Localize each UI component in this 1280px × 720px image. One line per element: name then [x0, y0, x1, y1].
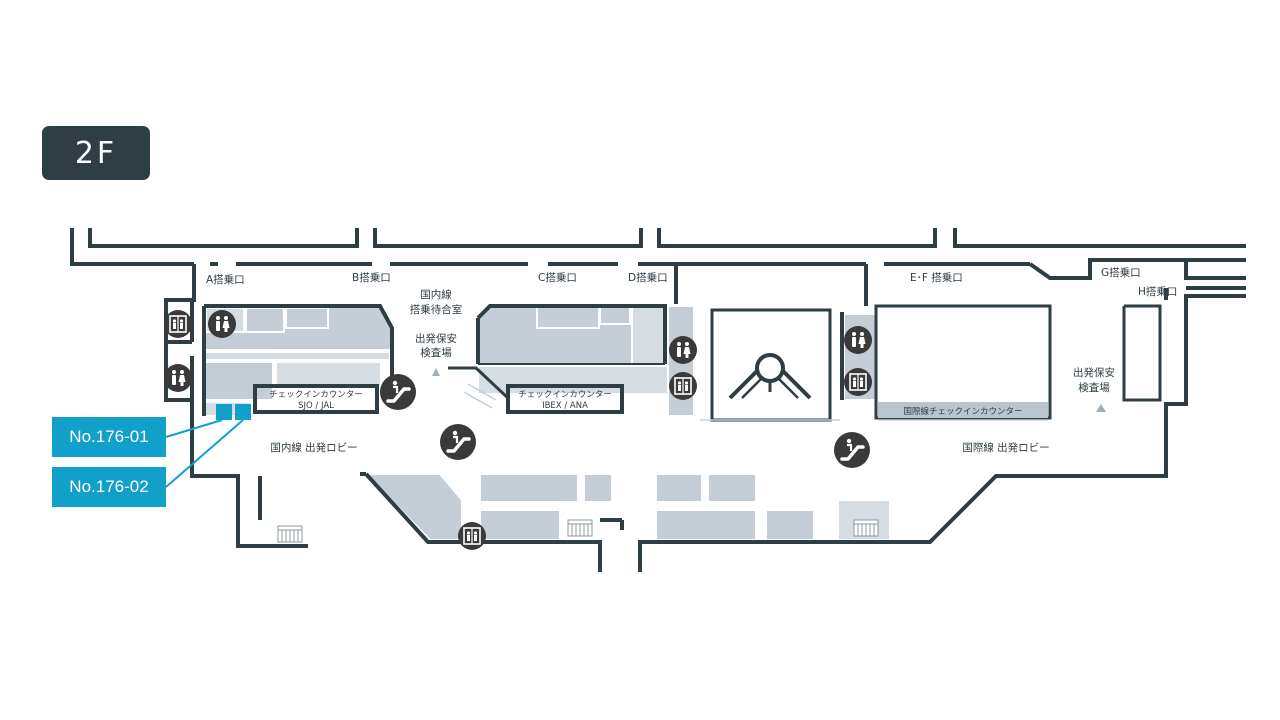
escalator-icon — [438, 422, 478, 462]
elevator-icon — [668, 371, 698, 401]
area-fills — [204, 305, 891, 541]
stairs-icon — [853, 519, 879, 537]
domestic-waiting-label-2: 搭乗待合室 — [410, 303, 463, 316]
target-176-01 — [216, 404, 232, 420]
security-1-label-2: 検査場 — [420, 346, 452, 359]
gate-labels: A搭乗口 B搭乗口 C搭乗口 D搭乗口 E･F 搭乗口 G搭乗口 H搭乗口 — [206, 266, 1177, 298]
restroom-icon — [669, 336, 697, 364]
escalator-icon — [832, 430, 872, 470]
intl-checkin-label: 国際線チェックインカウンター — [903, 406, 1022, 417]
intl-checkin-counter — [878, 402, 1048, 418]
restroom-icon — [208, 310, 236, 338]
stairs-icon — [277, 525, 303, 543]
escalator-icon — [378, 372, 418, 412]
gate-b-label: B搭乗口 — [352, 271, 391, 284]
checkin-ibex-label-2: IBEX / ANA — [542, 401, 588, 411]
domestic-lobby-label: 国内線 出発ロビー — [270, 441, 357, 454]
restroom-icon — [164, 364, 192, 392]
intl-lobby-label: 国際線 出発ロビー — [962, 441, 1049, 454]
gate-ef-label: E･F 搭乗口 — [910, 271, 963, 284]
gate-d-label: D搭乗口 — [628, 271, 668, 284]
elevator-icon — [163, 309, 193, 339]
security-2-label-2: 検査場 — [1078, 381, 1110, 394]
gridlines — [463, 383, 1048, 421]
checkin-ibex-label-1: チェックインカウンター — [518, 390, 612, 400]
gate-h-label: H搭乗口 — [1138, 285, 1177, 298]
security-2-label-1: 出発保安 — [1073, 366, 1115, 379]
atrium — [728, 353, 812, 400]
callout-no-176-02[interactable]: No.176-02 — [52, 467, 166, 507]
stairs-icon — [567, 519, 593, 537]
callout-line-2 — [165, 419, 244, 488]
security-marker-2 — [1096, 404, 1106, 412]
callout-line-1 — [165, 419, 223, 438]
floor-badge: 2F — [42, 126, 150, 180]
restroom-icon — [844, 326, 872, 354]
checkin-sjo-label-1: チェックインカウンター — [269, 390, 363, 400]
domestic-waiting-label-1: 国内線 — [420, 288, 452, 301]
elevator-icon — [843, 367, 873, 397]
callout-no-176-01[interactable]: No.176-01 — [52, 417, 166, 457]
area-labels: 国内線 搭乗待合室 出発保安 検査場 出発保安 検査場 国内線 出発ロビー 国際… — [270, 288, 1115, 454]
security-1-label-1: 出発保安 — [415, 332, 457, 345]
gate-c-label: C搭乗口 — [538, 271, 577, 284]
gate-a-label: A搭乗口 — [206, 273, 245, 286]
gate-g-label: G搭乗口 — [1101, 266, 1141, 279]
security-marker-1 — [432, 368, 440, 376]
elevator-icon — [457, 521, 487, 551]
target-176-02 — [235, 404, 251, 420]
counter-labels: チェックインカウンター SJO / JAL チェックインカウンター IBEX /… — [269, 390, 1022, 417]
checkin-sjo-label-2: SJO / JAL — [298, 401, 334, 411]
